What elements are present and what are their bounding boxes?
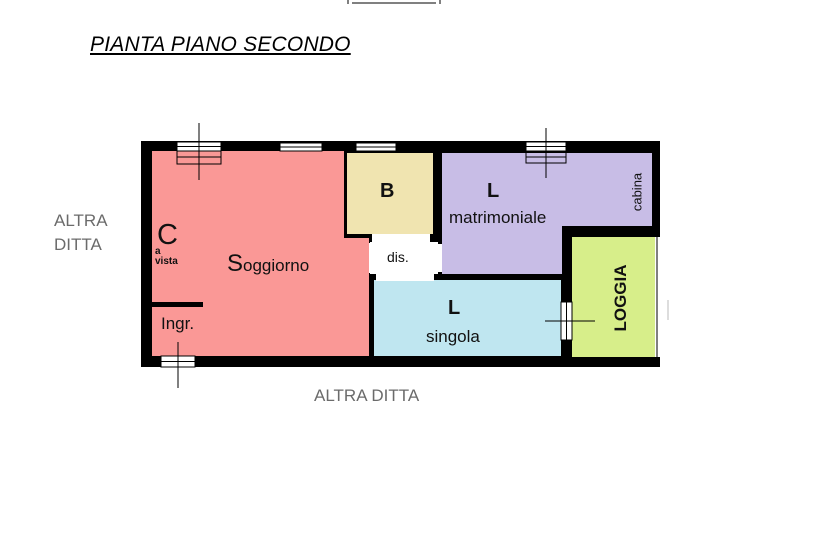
neighbor-left-line2: DITTA bbox=[54, 235, 102, 254]
door-singola bbox=[376, 273, 434, 281]
room-soggiorno bbox=[152, 151, 369, 356]
room-disimpegno bbox=[370, 242, 438, 274]
neighbor-left-label: ALTRA DITTA bbox=[54, 209, 108, 257]
label-singola-letter: L bbox=[448, 297, 461, 319]
neighbor-left-line1: ALTRA bbox=[54, 211, 108, 230]
label-matrimoniale-letter: L bbox=[487, 180, 500, 202]
window-bagno bbox=[355, 142, 397, 152]
entrance-door bbox=[160, 342, 196, 388]
label-loggia: LOGGIA bbox=[611, 264, 630, 332]
label-cabina: cabina bbox=[629, 172, 645, 212]
window-soggiorno-2 bbox=[279, 142, 323, 152]
room-matrimoniale bbox=[442, 153, 652, 274]
door-soggiorno-dis bbox=[369, 243, 375, 273]
window-matrimoniale bbox=[525, 128, 567, 178]
door-singola-loggia bbox=[545, 301, 595, 341]
label-disimpegno: dis. bbox=[387, 249, 409, 265]
window-soggiorno-1 bbox=[176, 123, 222, 180]
room-bagno bbox=[347, 153, 433, 234]
loggia-railing bbox=[655, 237, 669, 357]
label-singola: singola bbox=[426, 327, 480, 346]
label-soggiorno-cap: S bbox=[227, 250, 244, 277]
neighbor-bottom-label: ALTRA DITTA bbox=[314, 386, 420, 405]
label-matrimoniale: matrimoniale bbox=[449, 208, 547, 227]
label-soggiorno: Soggiorno bbox=[227, 250, 309, 278]
room-loggia bbox=[572, 237, 655, 357]
label-cucina: C bbox=[157, 219, 178, 251]
top-edge-marks bbox=[347, 0, 441, 4]
label-bagno: B bbox=[380, 180, 395, 202]
ingresso-partition bbox=[150, 302, 203, 307]
door-matrimoniale bbox=[430, 244, 442, 272]
room-singola bbox=[374, 280, 561, 356]
label-cucina-note: a vista bbox=[155, 247, 178, 267]
label-cucina-note-line1: a bbox=[155, 246, 161, 257]
label-cucina-note-line2: vista bbox=[155, 256, 178, 267]
door-bagno bbox=[372, 234, 430, 243]
page-title: PIANTA PIANO SECONDO bbox=[90, 33, 351, 56]
label-ingresso: Ingr. bbox=[161, 314, 195, 333]
label-soggiorno-rest: oggiorno bbox=[243, 256, 310, 275]
